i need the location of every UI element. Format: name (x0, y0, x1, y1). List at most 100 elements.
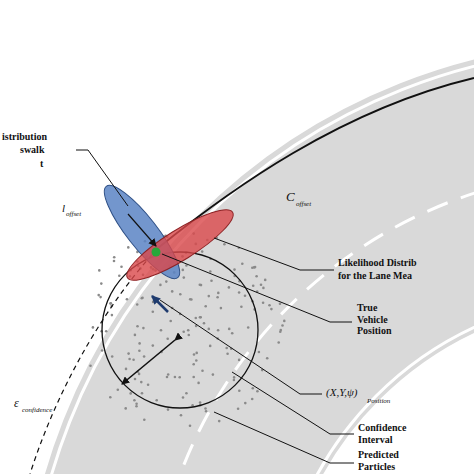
particle (143, 355, 146, 358)
particle (208, 328, 211, 331)
particle (111, 314, 114, 317)
particle (192, 376, 195, 379)
particle (105, 330, 108, 333)
particle (118, 274, 121, 277)
symbol-text: (X,Y,ψ) (326, 386, 358, 399)
particle (258, 351, 261, 354)
particle (132, 359, 135, 362)
particle (233, 268, 236, 271)
symbol-subscript: confidence (22, 406, 52, 414)
lane-likelihood-ellipse (119, 199, 240, 290)
particle (268, 304, 271, 307)
particle (89, 364, 92, 367)
symbol-subscript: Position (367, 397, 390, 405)
crosswalk-stripes (404, 10, 468, 55)
particle (195, 352, 198, 355)
particle (199, 316, 202, 319)
lane-marking (28, 48, 474, 474)
particle (147, 383, 150, 386)
particle (193, 353, 196, 356)
particle (113, 256, 116, 259)
particle (140, 381, 143, 384)
offset-arrow (128, 214, 156, 246)
particle (152, 344, 155, 347)
particle (199, 284, 202, 287)
particle (201, 370, 204, 373)
particle (233, 376, 236, 379)
particle (199, 401, 202, 404)
particle (128, 358, 131, 361)
particle (98, 269, 101, 272)
particle (262, 287, 265, 290)
callout-text: istribution (2, 131, 47, 143)
particle (238, 389, 241, 392)
particle (252, 285, 255, 288)
particle (251, 267, 254, 270)
particle (109, 396, 112, 399)
particle (188, 334, 191, 337)
particle (135, 405, 138, 408)
particle (167, 408, 170, 411)
symbol-text: l (62, 202, 65, 215)
symbol-text: ε (14, 397, 19, 411)
particle (134, 378, 137, 381)
callout-text: Confidence Interval (358, 422, 420, 445)
particle (92, 326, 95, 329)
particle (117, 389, 120, 392)
particle (180, 414, 183, 417)
particle (127, 352, 130, 355)
lane-marking (275, 295, 474, 474)
particle (277, 341, 280, 344)
particle (169, 320, 172, 323)
particle (223, 243, 226, 246)
particle (99, 296, 102, 299)
particle (124, 407, 127, 410)
particle (185, 392, 188, 395)
particle (203, 322, 206, 325)
particle (165, 280, 168, 283)
particle (255, 275, 258, 278)
radius-arrow (122, 340, 175, 384)
particle (160, 329, 163, 332)
particle (171, 290, 174, 293)
particle (197, 382, 200, 385)
particle (190, 298, 193, 301)
particle (238, 359, 241, 362)
particle (136, 325, 139, 328)
particle (240, 305, 243, 308)
particle (138, 350, 141, 353)
particle (195, 359, 198, 362)
particle (109, 302, 112, 305)
particle (97, 294, 100, 297)
true-position-dot (152, 248, 161, 257)
particle (247, 326, 250, 329)
particle (143, 418, 146, 421)
particle (199, 316, 202, 319)
particle (228, 328, 231, 331)
particle-cloud (89, 232, 285, 427)
particle (204, 407, 207, 410)
particle (189, 424, 192, 427)
particle (125, 368, 128, 371)
particle (129, 392, 132, 395)
particle (208, 295, 211, 298)
particle (241, 263, 244, 266)
particle (187, 329, 190, 332)
particle (256, 390, 259, 393)
particle (166, 338, 169, 341)
particle (136, 303, 139, 306)
particle (233, 379, 236, 382)
particle (231, 332, 234, 335)
callout-text: Likelihood Distrib (338, 257, 417, 269)
symbol-subscript: offset (66, 210, 81, 218)
particle (127, 246, 130, 249)
particle (135, 403, 138, 406)
particle (141, 392, 144, 395)
particle (138, 373, 141, 376)
particle (159, 284, 162, 287)
particle (238, 291, 241, 294)
particle (244, 294, 247, 297)
particle (270, 308, 273, 311)
